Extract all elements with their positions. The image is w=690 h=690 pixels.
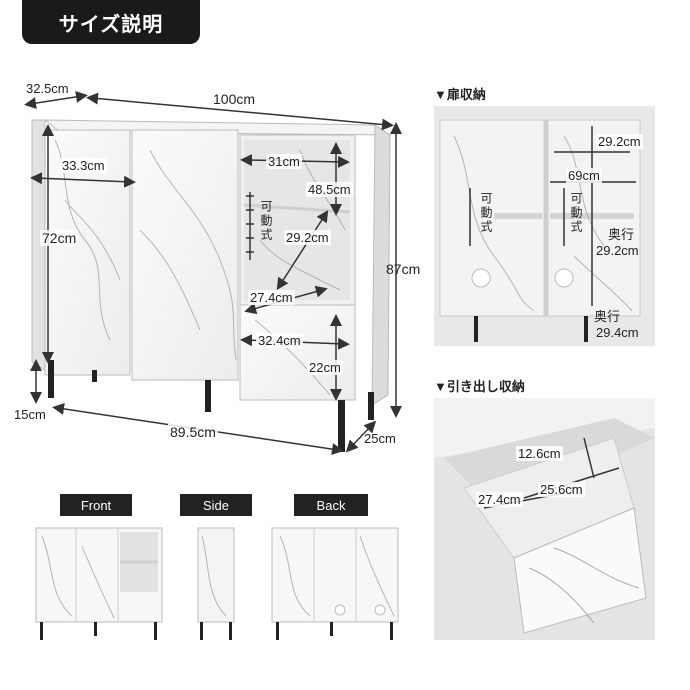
door-depth-bottom-caption: 奥行 [594,309,621,324]
drawer-width-label: 25.6cm [538,482,585,497]
door-inner-width-label: 69cm [566,168,602,183]
drawer-height-label: 12.6cm [516,446,563,461]
back-view-illustration [271,527,399,640]
door-storage-photo: 29.2cm 69cm 可動式 可動式 奥行 29.2cm 奥行 29.4cm [434,106,655,346]
front-view-illustration [35,527,163,640]
back-view-label: Back [294,494,368,516]
door-width-label: 33.3cm [60,158,107,173]
leg-depth-label: 25cm [364,431,396,446]
door-shelf-width-label: 29.2cm [596,134,643,149]
door-storage-heading: ▼扉収納 [434,87,486,102]
side-view-label: Side [180,494,252,516]
lower-width-label: 32.4cm [256,333,303,348]
leg-height-label: 15cm [14,407,46,422]
door-storage-image [434,106,655,346]
side-view-illustration [197,527,235,640]
drawer-storage-photo: 12.6cm 27.4cm 25.6cm [434,398,655,640]
shelf-inner2-label: 27.4cm [248,290,295,305]
width-label: 100cm [213,91,256,107]
shelf-width-label: 31cm [266,154,302,169]
drawer-storage-heading: ▼引き出し収納 [434,379,525,394]
leg-span-label: 89.5cm [168,424,218,440]
door-depth-bottom-label: 29.4cm [596,325,639,340]
depth-label: 32.5cm [26,81,69,96]
lower-height-label: 22cm [307,360,343,375]
front-view-label: Front [60,494,132,516]
door-depth-top-label: 29.2cm [596,243,639,258]
door-depth-top-caption: 奥行 [608,227,635,242]
door-adjustable-left-label: 可動式 [479,192,493,234]
drawer-depth-label: 27.4cm [476,492,523,507]
page-title: サイズ説明 [22,0,200,44]
drawer-storage-image [434,398,655,640]
adjustable-shelf-label: 可動式 [259,200,273,242]
shelf-inner-label: 29.2cm [284,230,331,245]
body-height-label: 72cm [40,230,79,246]
door-adjustable-right-label: 可動式 [569,192,583,234]
total-height-label: 87cm [386,261,421,277]
shelf-depth-label: 48.5cm [306,182,353,197]
